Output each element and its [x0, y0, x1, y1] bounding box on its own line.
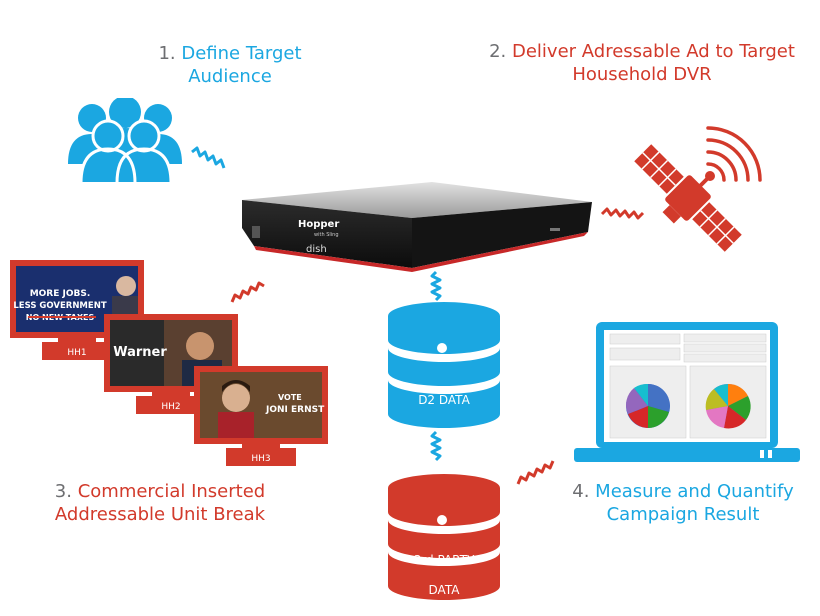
- step-3-line2: Addressable Unit Break: [54, 504, 266, 525]
- step-1-line1: Define Target: [181, 43, 302, 64]
- hh2-label: HH2: [161, 402, 180, 412]
- tv-hh3: VOTE JONI ERNST HH3: [194, 366, 328, 466]
- step-4-label: 4. Measure and Quantify Campaign Result: [548, 480, 818, 526]
- signal-satellite-to-dvr: [600, 207, 645, 220]
- step-4-line2: Campaign Result: [606, 504, 760, 525]
- pie-left: [626, 383, 670, 428]
- step-2-number: 2.: [489, 41, 507, 62]
- d2-data-label: D2 DATA: [418, 393, 470, 407]
- signal-dvr-to-d2: [430, 270, 442, 302]
- hh1-label: HH1: [67, 348, 86, 358]
- pie-right: [705, 383, 751, 429]
- step-1-line2: Audience: [188, 66, 272, 87]
- third-party-label-top: 3rd PARTY: [414, 553, 475, 567]
- hh3-label: HH3: [251, 454, 270, 464]
- hh2-ad-line1: Warner: [113, 345, 167, 360]
- signal-audience-to-dvr: [191, 146, 226, 169]
- laptop-report-icon: [574, 322, 800, 462]
- step-2-line1: Deliver Adressable Ad to Target: [512, 41, 795, 62]
- satellite-icon: [634, 126, 762, 252]
- step-3-line1: Commercial Inserted: [77, 481, 266, 502]
- d2-database-icon: D2 DATA: [388, 302, 500, 428]
- dvr-box: Hopper with Sling dish: [242, 182, 592, 272]
- step-3-label: 3. Commercial Inserted Addressable Unit …: [20, 480, 300, 526]
- step-3-number: 3.: [54, 481, 72, 502]
- dvr-maker: dish: [306, 244, 327, 255]
- hh3-ad-line1: VOTE: [278, 393, 302, 402]
- hh1-ad-line2: LESS GOVERNMENT: [13, 301, 106, 311]
- step-1-number: 1.: [158, 43, 176, 64]
- people-group-icon: [68, 98, 182, 184]
- dvr-brand: Hopper: [298, 219, 339, 230]
- hh3-ad-line2: JONI ERNST: [265, 405, 325, 415]
- dvr-brand-sub: with Sling: [314, 232, 339, 238]
- step-2-line2: Household DVR: [572, 64, 712, 85]
- signal-d2-to-3rd: [430, 430, 442, 462]
- step-2-label: 2. Deliver Adressable Ad to Target House…: [462, 40, 820, 86]
- hh1-ad-line1: MORE JOBS.: [30, 289, 91, 299]
- third-party-database-icon: 3rd PARTY DATA: [388, 474, 500, 600]
- third-party-label-bottom: DATA: [429, 583, 461, 597]
- signal-data-to-laptop: [516, 460, 555, 485]
- step-4-number: 4.: [572, 481, 590, 502]
- signal-dvr-to-tvs: [230, 281, 265, 303]
- step-4-line1: Measure and Quantify: [595, 481, 794, 502]
- step-1-label: 1. Define Target Audience: [130, 42, 330, 88]
